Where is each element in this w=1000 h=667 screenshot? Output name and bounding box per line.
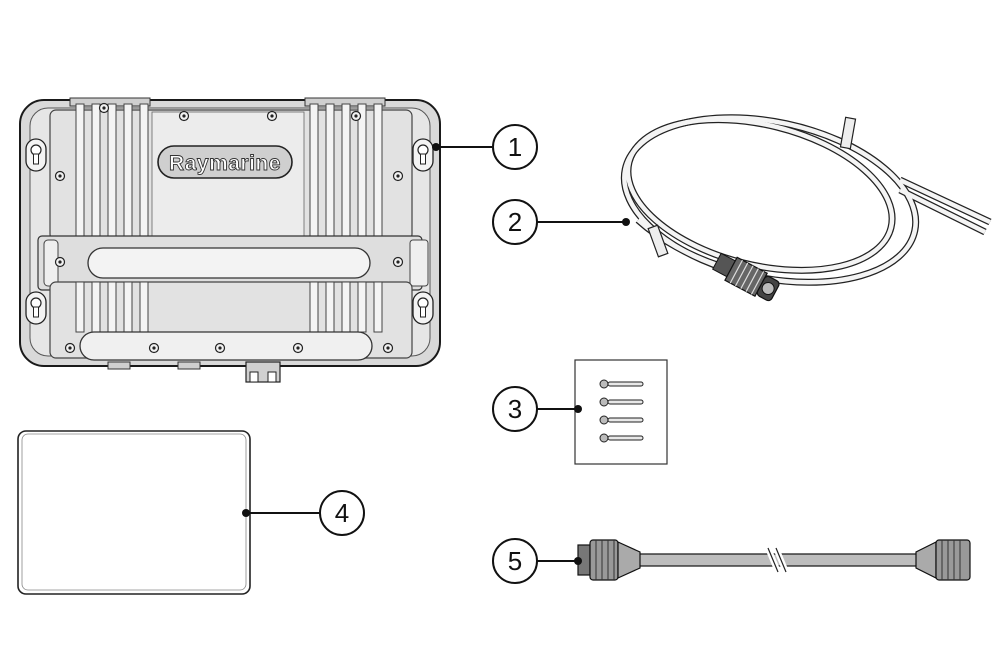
gasket-drawing: [17, 430, 251, 595]
screws-drawing: [574, 359, 668, 465]
callout-number-3: 3: [508, 394, 522, 424]
callout-number-2: 2: [508, 207, 522, 237]
unit-drawing: Raymarine: [19, 97, 441, 383]
callout-5: 5: [492, 538, 582, 584]
callout-number-1: 1: [508, 132, 522, 162]
callout-3: 3: [492, 386, 582, 432]
callout-2: 2: [492, 199, 630, 245]
brand-logo-text: Raymarine: [169, 152, 281, 175]
callout-1: 1: [432, 124, 538, 170]
network-cable-drawing: [577, 539, 971, 581]
power-cable-drawing: [620, 114, 992, 302]
callout-number-4: 4: [335, 498, 349, 528]
callout-number-5: 5: [508, 546, 522, 576]
callout-4: 4: [242, 490, 365, 536]
